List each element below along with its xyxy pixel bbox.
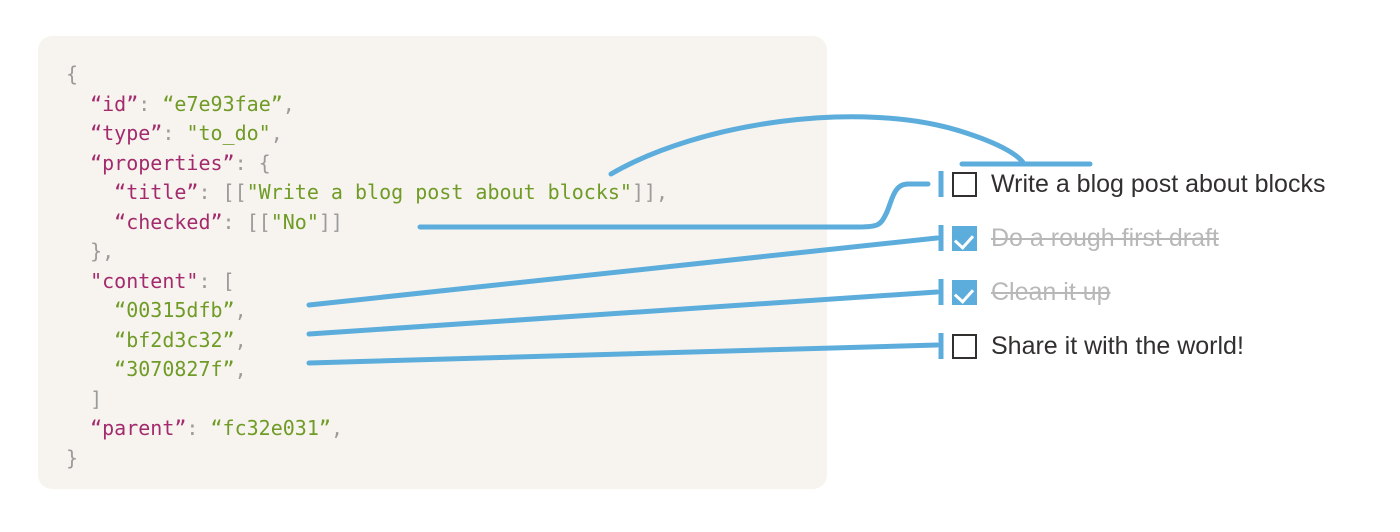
todo-item-label: Do a rough first draft <box>991 223 1219 252</box>
code-token-punct: : [[ <box>198 180 247 204</box>
code-token-str: "No" <box>270 209 319 234</box>
code-token-punct: : [ <box>198 268 235 293</box>
code-token-punct: : [[ <box>222 209 271 234</box>
code-token-punct: , <box>234 298 247 322</box>
code-token-punct: ] <box>90 386 103 411</box>
code-token-punct: } <box>66 445 79 470</box>
code-token-key: “properties” <box>90 150 235 175</box>
code-token-punct: , <box>234 357 247 381</box>
todo-item-label: Share it with the world! <box>991 331 1244 360</box>
code-token-key: “type” <box>90 121 163 145</box>
code-token-str: "Write a blog post about blocks" <box>246 180 632 204</box>
code-indent <box>66 92 90 116</box>
code-indent <box>66 121 90 145</box>
code-indent <box>66 387 90 411</box>
code-token-str: “bf2d3c32” <box>114 327 235 352</box>
code-token-key: “parent” <box>90 416 187 440</box>
code-token-punct: , <box>270 121 283 145</box>
todo-item-2[interactable]: Clean it up <box>952 277 1111 307</box>
checkbox-unchecked-icon[interactable] <box>952 171 977 197</box>
code-indent <box>66 210 114 234</box>
code-token-punct: }, <box>90 239 115 263</box>
code-token-punct: , <box>330 416 343 440</box>
code-token-key: “title” <box>114 180 199 204</box>
code-line: “checked”: [["No"]] <box>66 208 668 238</box>
code-line: “bf2d3c32”, <box>66 326 668 356</box>
code-token-str: “3070827f” <box>114 357 235 381</box>
code-token-punct: : <box>162 121 187 145</box>
code-line: “title”: [["Write a blog post about bloc… <box>66 178 668 208</box>
code-line: } <box>66 444 668 474</box>
code-token-str: "to_do" <box>186 121 271 145</box>
code-line: “type”: "to_do", <box>66 119 668 149</box>
code-token-punct: : { <box>234 150 271 175</box>
code-token-punct: , <box>282 91 295 116</box>
todo-item-label: Write a blog post about blocks <box>991 169 1326 198</box>
code-indent <box>66 298 114 322</box>
code-indent <box>66 416 90 440</box>
todo-item-3[interactable]: Share it with the world! <box>952 331 1244 361</box>
code-token-key: “id” <box>90 91 139 116</box>
code-token-punct: , <box>234 327 247 352</box>
code-line: }, <box>66 237 668 267</box>
code-line: “id”: “e7e93fae”, <box>66 90 668 120</box>
todo-item-1[interactable]: Do a rough first draft <box>952 223 1219 253</box>
checkbox-checked-icon[interactable] <box>952 225 977 251</box>
code-line: { <box>66 60 668 90</box>
code-token-str: “00315dfb” <box>114 298 235 322</box>
code-indent <box>66 328 114 352</box>
code-token-key: "content" <box>90 268 199 293</box>
json-code-panel: { “id”: “e7e93fae”, “type”: "to_do", “pr… <box>38 36 827 489</box>
code-line: "content": [ <box>66 267 668 297</box>
code-token-str: “fc32e031” <box>210 416 331 440</box>
code-line: “parent”: “fc32e031”, <box>66 414 668 444</box>
code-indent <box>66 269 90 293</box>
json-code-block: { “id”: “e7e93fae”, “type”: "to_do", “pr… <box>66 60 668 473</box>
code-line: “3070827f”, <box>66 355 668 385</box>
code-token-key: “checked” <box>114 209 223 234</box>
code-line: “properties”: { <box>66 149 668 179</box>
code-indent <box>66 239 90 263</box>
code-token-punct: : <box>186 416 211 440</box>
code-token-str: “e7e93fae” <box>162 91 283 116</box>
todo-item-label: Clean it up <box>991 277 1111 306</box>
code-indent <box>66 357 114 381</box>
checkbox-unchecked-icon[interactable] <box>952 333 977 359</box>
code-line: “00315dfb”, <box>66 296 668 326</box>
code-token-punct: ]], <box>631 180 669 204</box>
checkbox-checked-icon[interactable] <box>952 279 977 305</box>
code-token-punct: : <box>138 91 163 116</box>
code-indent <box>66 180 114 204</box>
code-line: ] <box>66 385 668 415</box>
code-indent <box>66 151 90 175</box>
code-token-punct: ]] <box>318 209 343 234</box>
code-token-punct: { <box>66 62 79 86</box>
todo-item-0[interactable]: Write a blog post about blocks <box>952 169 1325 199</box>
